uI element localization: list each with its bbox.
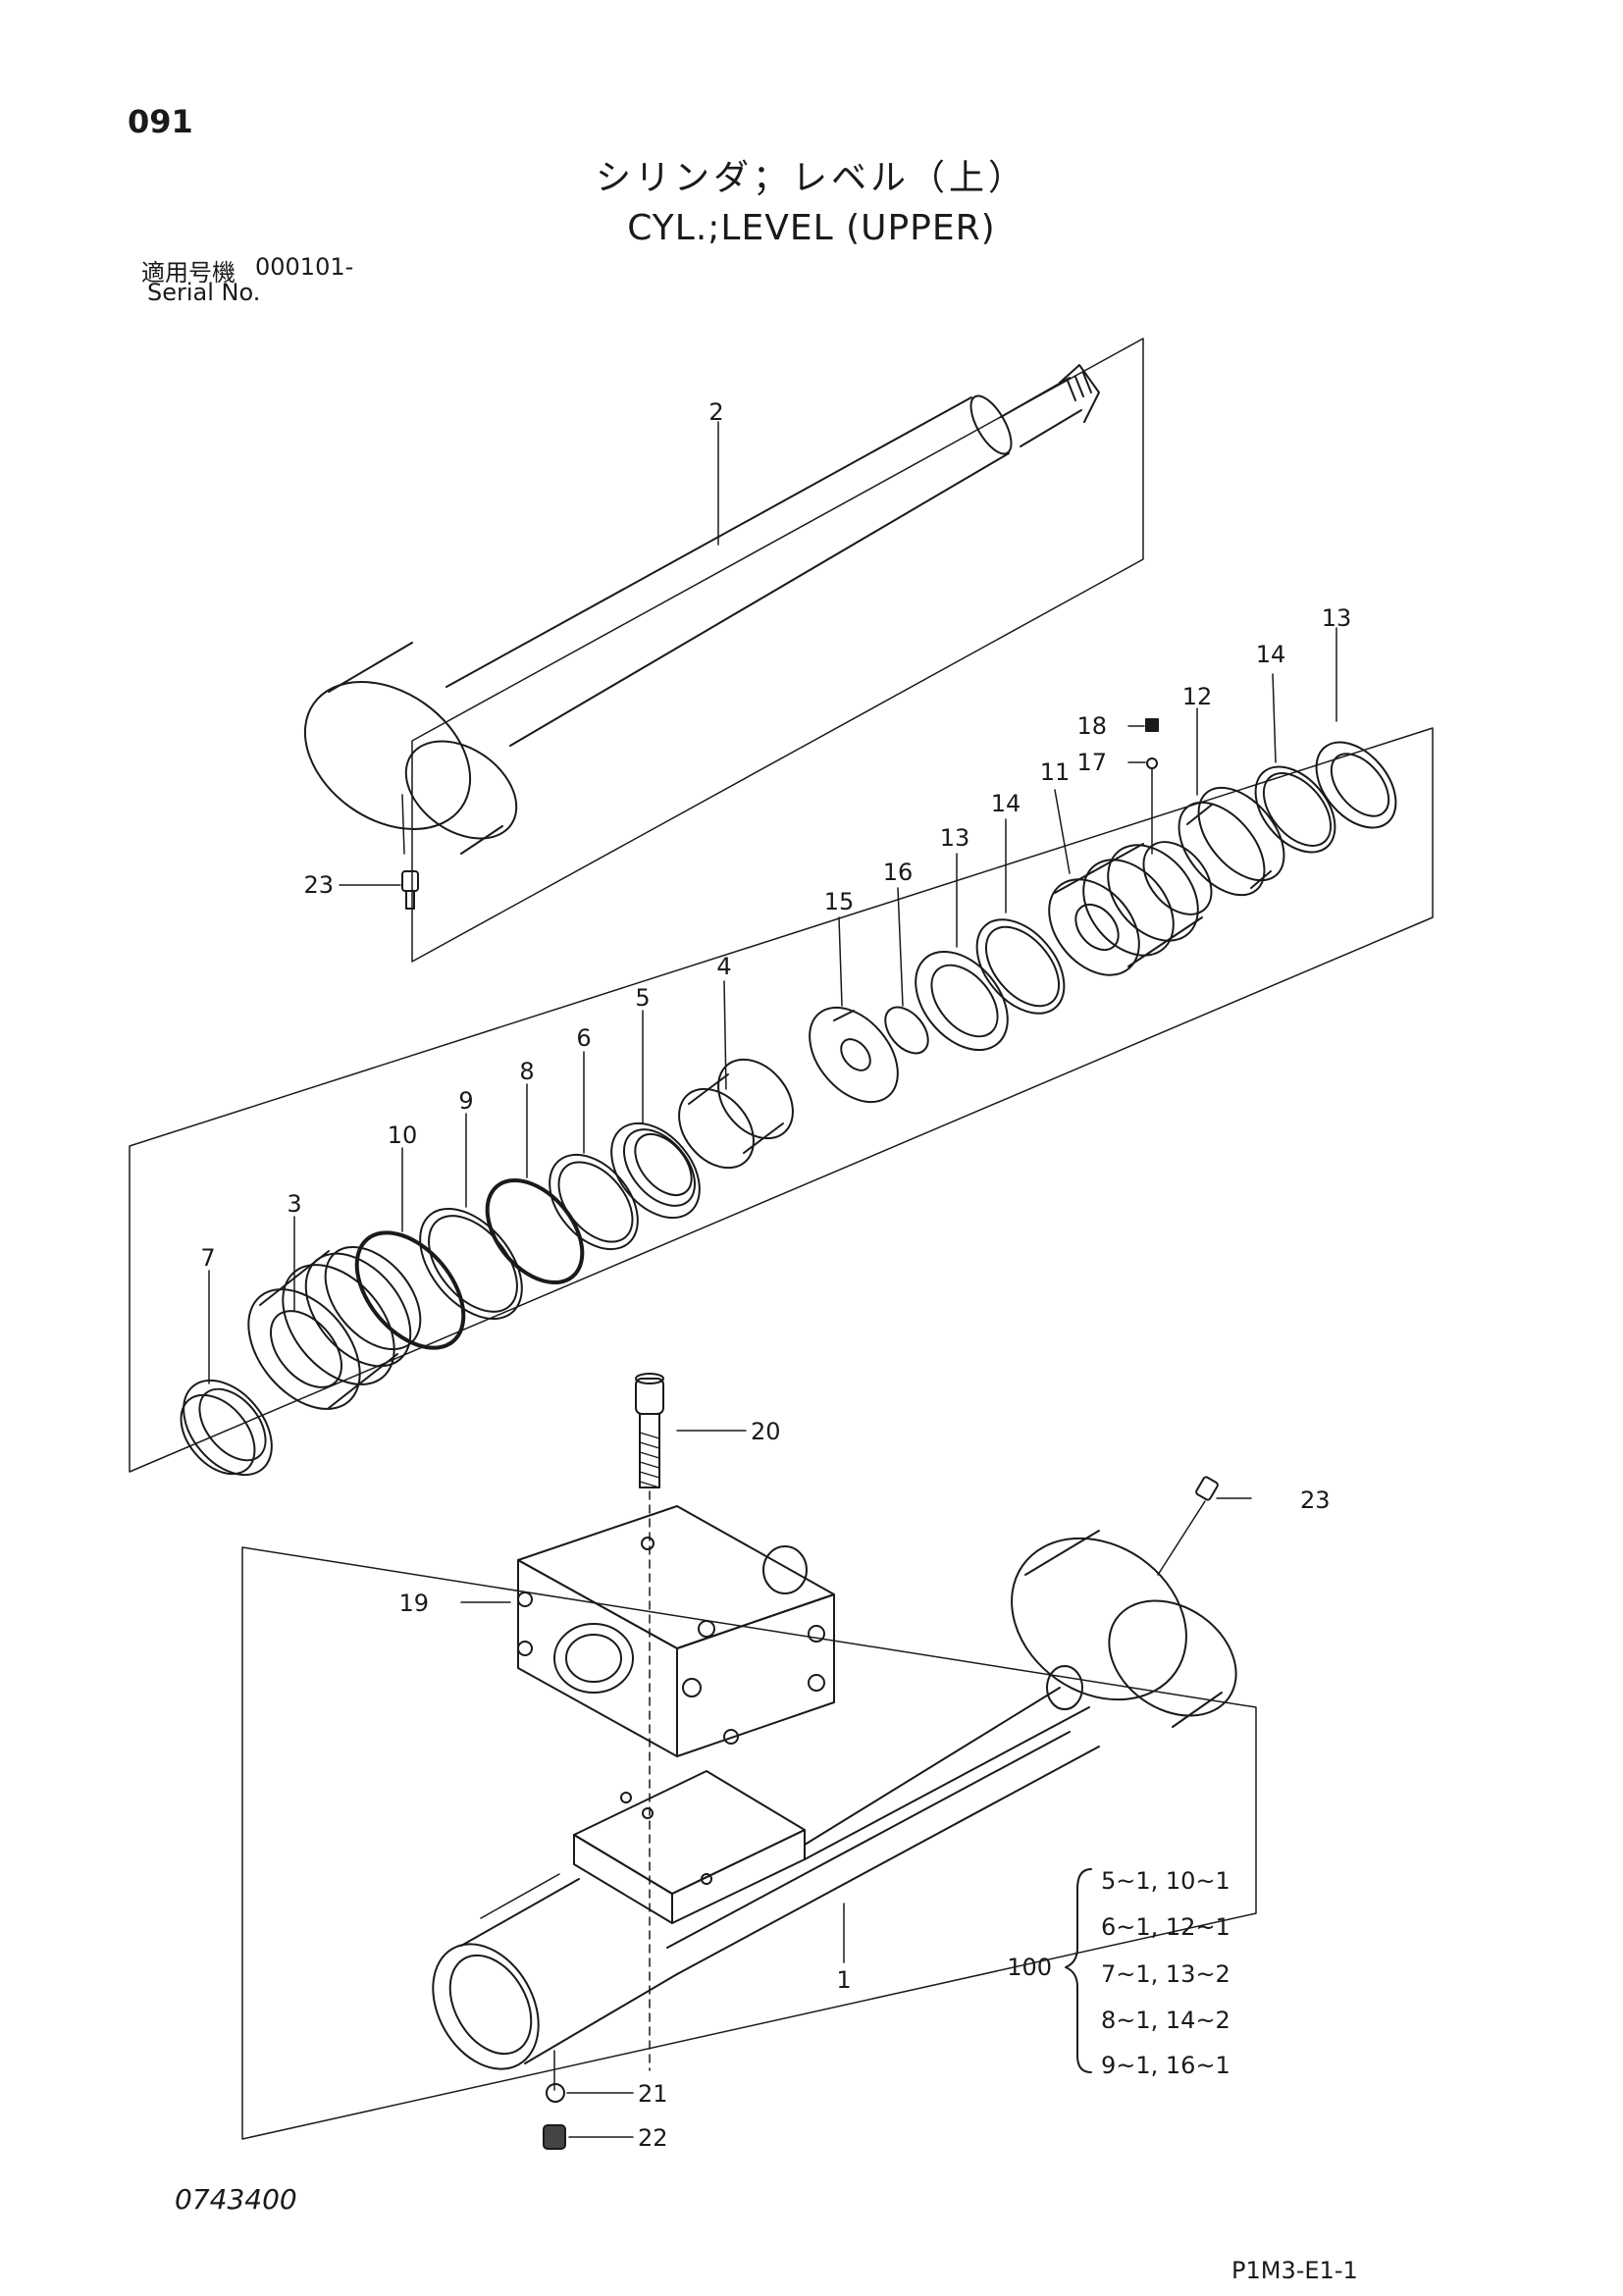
piston-group-outline bbox=[129, 727, 1434, 1473]
drawing-number: 0743400 bbox=[175, 2183, 297, 2216]
title-japanese: シリンダ；レベル（上） bbox=[595, 158, 1027, 198]
serial-label-english: Serial No. bbox=[147, 279, 261, 306]
piston-11 bbox=[1048, 841, 1213, 976]
callout-17: 17 bbox=[1076, 749, 1107, 776]
callout-13-left: 13 bbox=[940, 824, 970, 852]
callout-14-left: 14 bbox=[991, 790, 1021, 817]
cylinder-tube-1 bbox=[432, 1530, 1237, 2091]
callout-9: 9 bbox=[458, 1087, 473, 1115]
callout-23-lower: 23 bbox=[1300, 1487, 1331, 1514]
steel-ball-17 bbox=[1127, 757, 1158, 769]
backup-ring-14-right bbox=[1254, 765, 1336, 854]
callout-14-right: 14 bbox=[1256, 641, 1286, 668]
kit-number-100: 100 bbox=[1007, 1954, 1052, 1981]
seal-ring-13-right bbox=[1315, 741, 1397, 829]
callout-10: 10 bbox=[388, 1122, 418, 1149]
socket-bolt-20 bbox=[635, 1373, 747, 2071]
callout-12: 12 bbox=[1182, 683, 1213, 710]
callout-19: 19 bbox=[398, 1590, 429, 1617]
backup-ring-14-left bbox=[975, 918, 1066, 1015]
kit-item-3: 7~1, 13~2 bbox=[1101, 1960, 1230, 1988]
backup-ring-9 bbox=[419, 1207, 523, 1321]
leader-lines bbox=[208, 421, 1337, 1384]
o-ring-16 bbox=[884, 1006, 929, 1055]
callout-5: 5 bbox=[635, 984, 650, 1012]
kit-item-5: 9~1, 16~1 bbox=[1101, 2052, 1230, 2079]
callout-6: 6 bbox=[576, 1024, 591, 1052]
callout-8: 8 bbox=[519, 1058, 534, 1085]
piston-rod bbox=[303, 364, 1100, 855]
cushion-ring-15 bbox=[809, 1006, 899, 1104]
seal-5 bbox=[610, 1122, 701, 1220]
callout-1: 1 bbox=[836, 1966, 851, 1994]
valve-block-19 bbox=[460, 1505, 835, 1757]
callout-23-upper: 23 bbox=[303, 871, 334, 899]
callout-18: 18 bbox=[1076, 712, 1107, 740]
callout-3: 3 bbox=[287, 1190, 301, 1218]
kit-item-4: 8~1, 14~2 bbox=[1101, 2007, 1230, 2034]
callout-4: 4 bbox=[716, 953, 731, 980]
title-english: CYL.;LEVEL (UPPER) bbox=[627, 208, 996, 248]
o-ring-21 bbox=[546, 2083, 634, 2103]
callout-20: 20 bbox=[751, 1418, 781, 1445]
wiper-ring-7 bbox=[180, 1379, 273, 1477]
kit-item-2: 6~1, 12~1 bbox=[1101, 1913, 1230, 1941]
page-number: 091 bbox=[128, 103, 193, 140]
callout-16: 16 bbox=[883, 859, 914, 886]
kit-brace bbox=[1065, 1868, 1092, 2073]
callout-11: 11 bbox=[1040, 758, 1071, 786]
tube-group-outline bbox=[241, 1546, 1257, 2140]
serial-range: 000101- bbox=[255, 253, 354, 281]
plug-22 bbox=[543, 2124, 634, 2150]
set-screw-18 bbox=[1127, 718, 1159, 732]
page-code: P1M3-E1-1 bbox=[1231, 2257, 1358, 2284]
bushing-4 bbox=[678, 1058, 794, 1170]
callout-7: 7 bbox=[200, 1244, 215, 1272]
wear-ring-12 bbox=[1178, 786, 1285, 897]
callout-22: 22 bbox=[638, 2124, 668, 2152]
callout-13-right: 13 bbox=[1322, 604, 1352, 632]
rod-cover-3 bbox=[247, 1245, 422, 1410]
grease-fitting-lower bbox=[1157, 1476, 1252, 1576]
serial-label-japanese: 適用号機 bbox=[141, 259, 236, 287]
callout-21: 21 bbox=[638, 2080, 668, 2108]
kit-item-1: 5~1, 10~1 bbox=[1101, 1867, 1230, 1895]
seal-ring-13-left bbox=[915, 950, 1009, 1052]
rod-group-outline bbox=[411, 338, 1144, 963]
callout-2: 2 bbox=[708, 398, 723, 426]
o-ring-10 bbox=[354, 1230, 466, 1350]
grease-fitting-upper bbox=[339, 870, 419, 910]
o-ring-8 bbox=[485, 1177, 585, 1285]
callout-15: 15 bbox=[824, 888, 855, 915]
